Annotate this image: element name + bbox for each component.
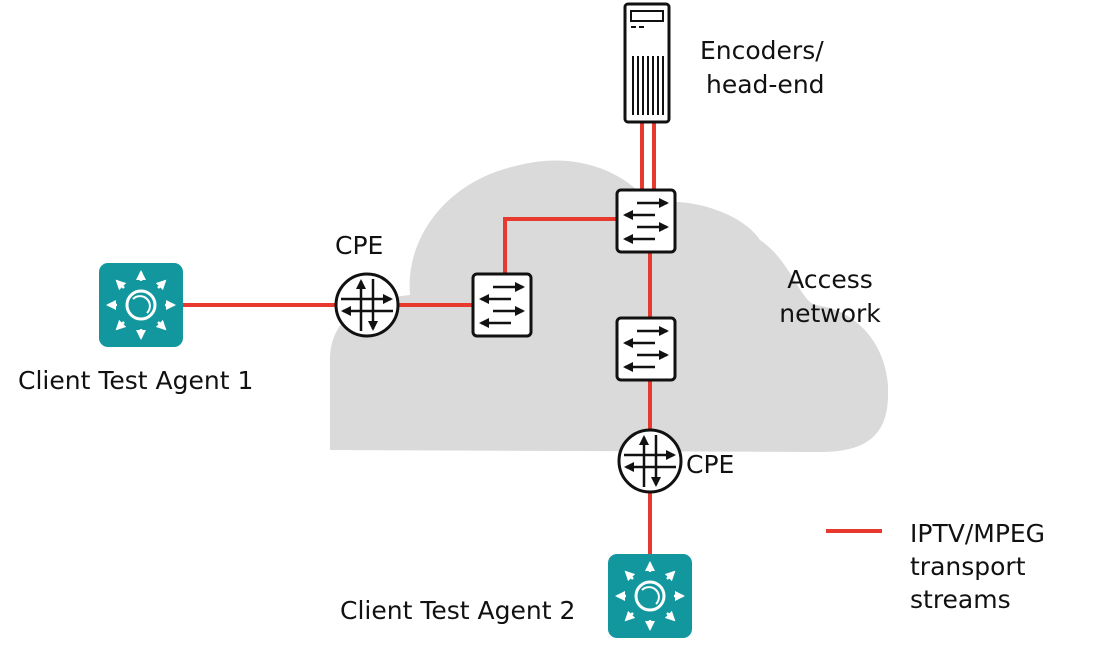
router-icon[interactable]	[619, 430, 681, 492]
encoders-label-line-2: head-end	[706, 70, 825, 99]
switch-icon[interactable]	[617, 318, 675, 380]
cpe-bottom-label: CPE	[686, 450, 735, 479]
legend-label: IPTV/MPEG transport streams	[910, 517, 1045, 616]
access-network-label-line-2: network	[779, 299, 881, 328]
server-icon[interactable]	[623, 2, 671, 124]
legend-label-line-2: transport	[910, 552, 1026, 581]
links	[183, 122, 656, 555]
switch-icon[interactable]	[617, 190, 675, 252]
switch-icon[interactable]	[473, 274, 531, 336]
access-network-label: Access network	[770, 263, 890, 331]
cpe-left-label: CPE	[335, 231, 384, 260]
legend-label-line-1: IPTV/MPEG	[910, 519, 1046, 548]
encoders-label: Encoders/ head-end	[700, 34, 825, 102]
access-network-cloud	[330, 160, 889, 452]
test-agent-icon[interactable]	[608, 554, 692, 638]
legend-label-line-3: streams	[910, 585, 1011, 614]
access-network-label-line-1: Access	[787, 265, 873, 294]
encoders-label-line-1: Encoders/	[700, 36, 824, 65]
agent1-label: Client Test Agent 1	[18, 366, 254, 395]
link-switch-top-switch-left	[503, 217, 616, 274]
router-icon[interactable]	[336, 274, 398, 336]
agent2-label: Client Test Agent 2	[340, 596, 576, 625]
test-agent-icon[interactable]	[99, 263, 183, 347]
